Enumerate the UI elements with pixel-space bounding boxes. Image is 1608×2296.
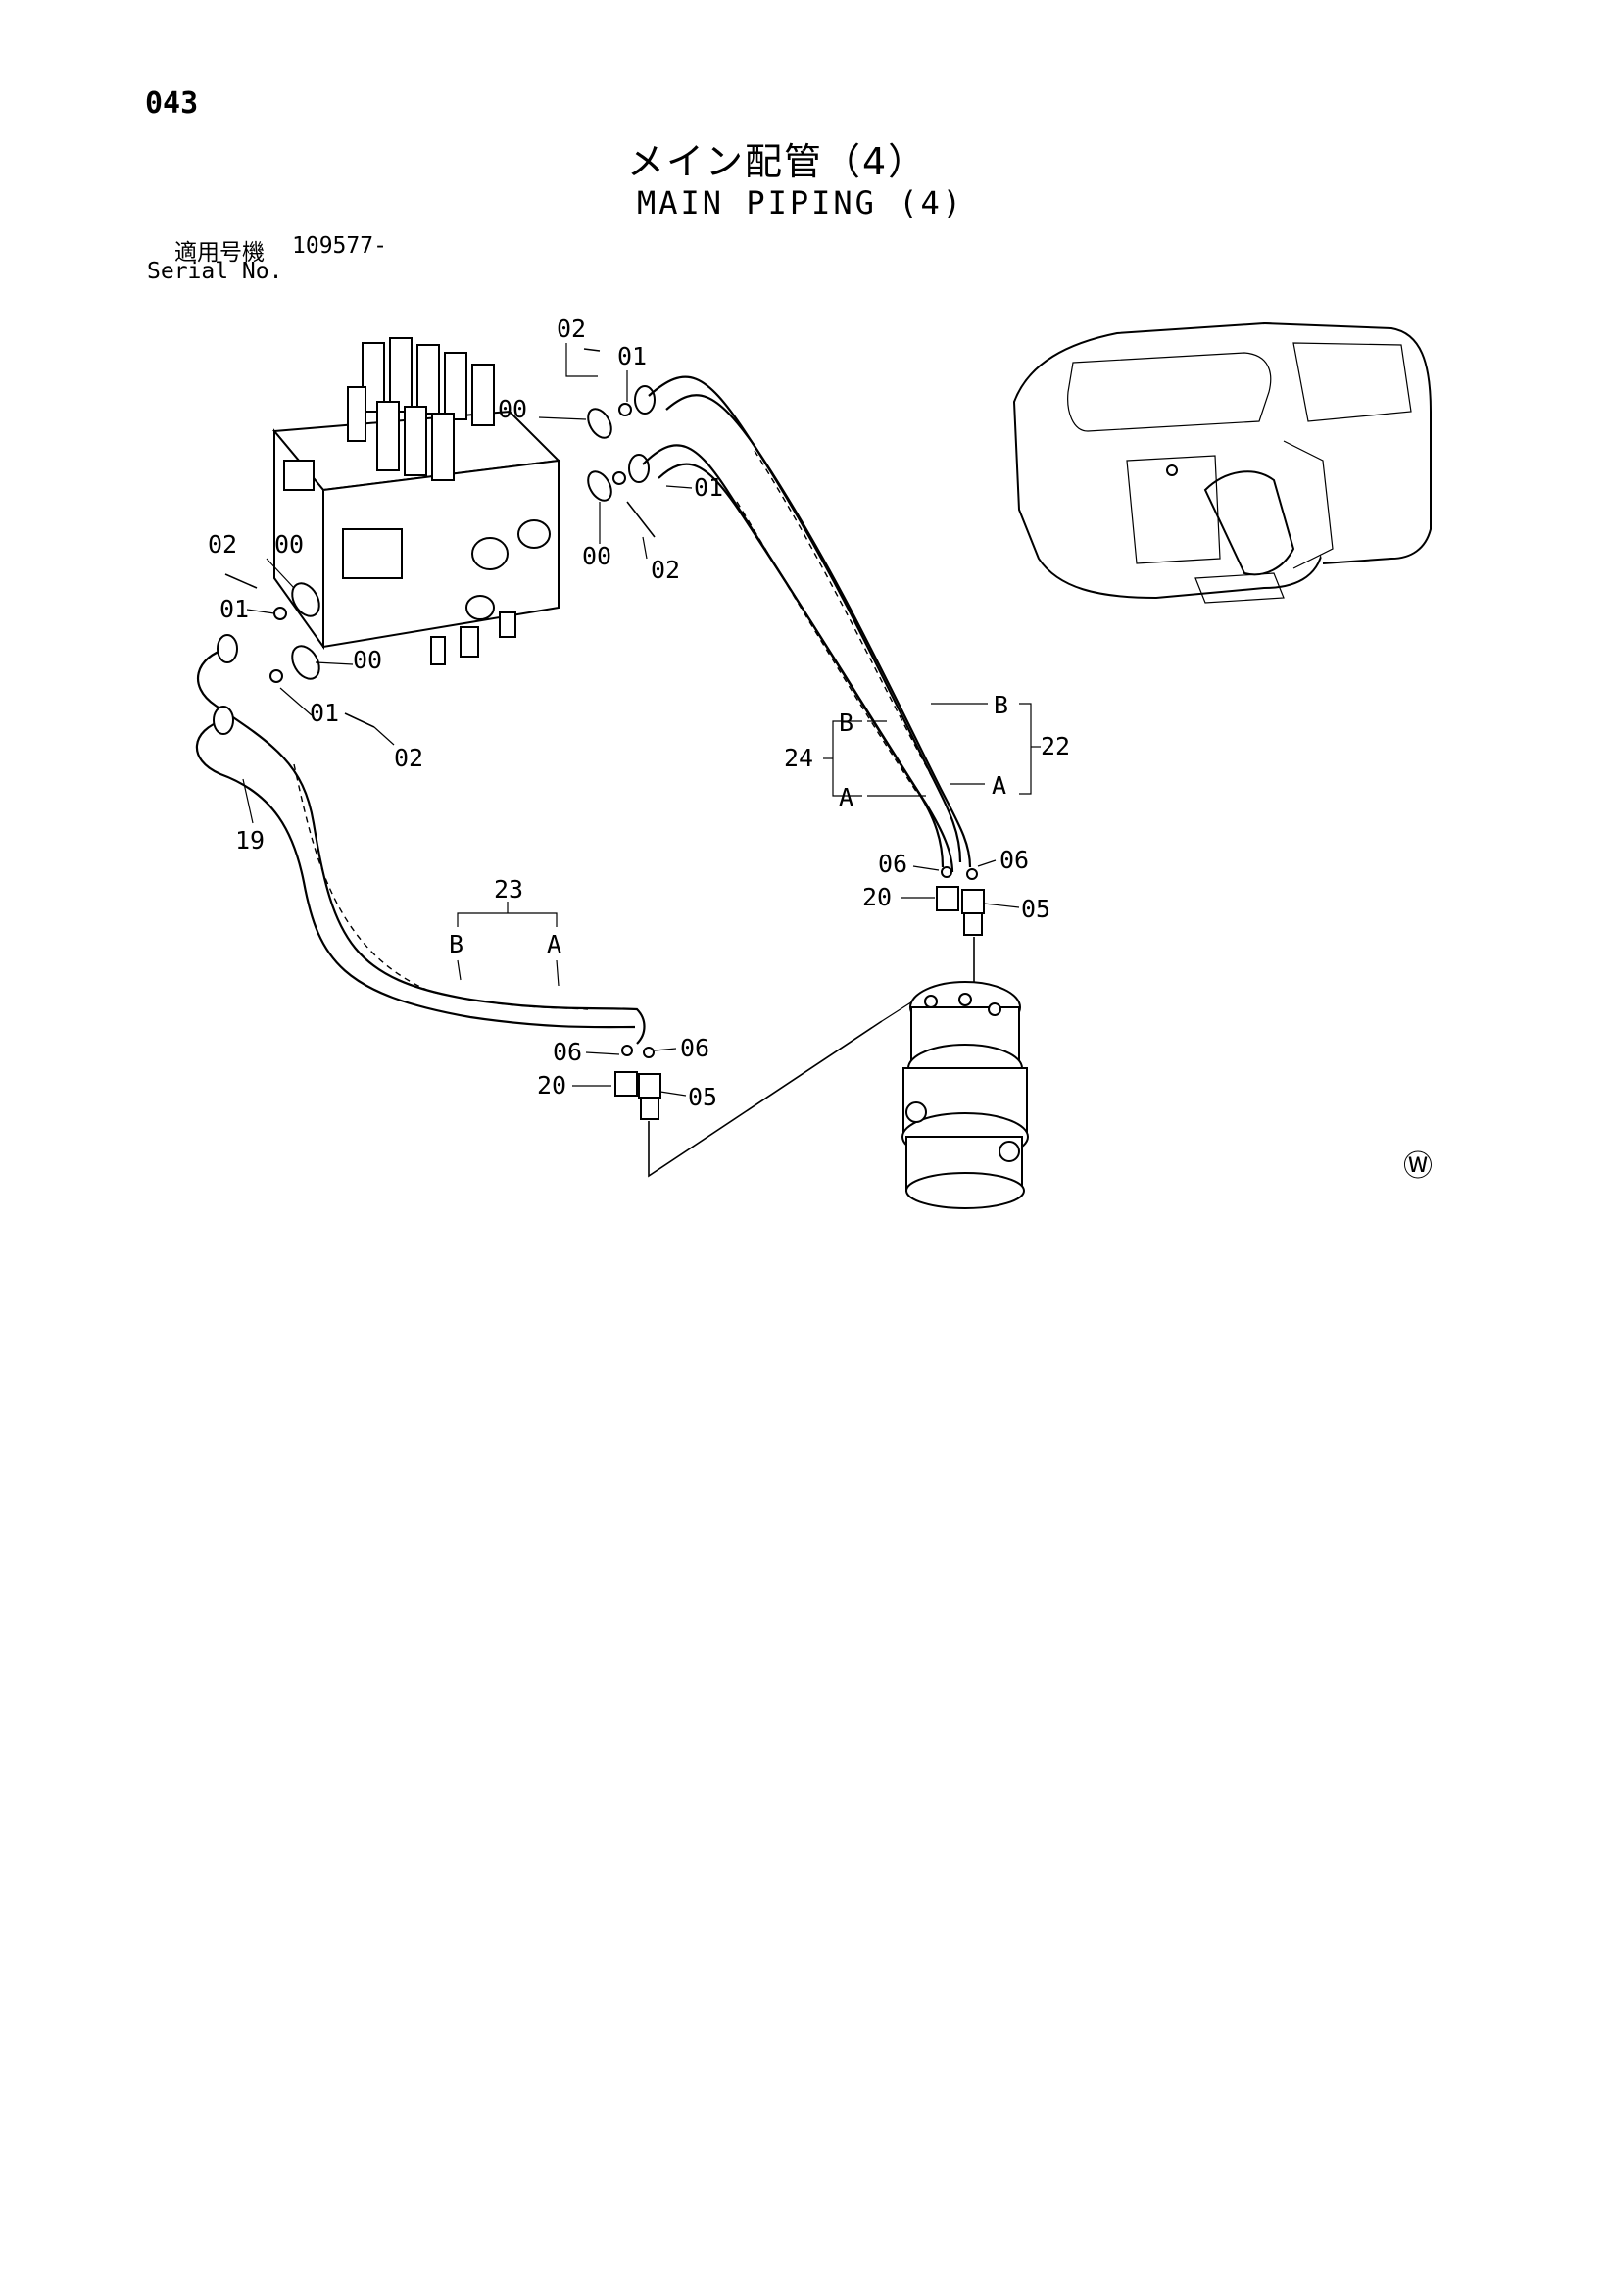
valve-spools	[347, 337, 495, 481]
callout-06-left-left: 06	[553, 1038, 582, 1066]
callout-22: 22	[1041, 732, 1070, 760]
swivel-joint-illustration	[901, 981, 1029, 1209]
callout-20-left: 20	[537, 1071, 566, 1099]
callout-01-low: 01	[310, 699, 339, 727]
callout-02-low: 02	[394, 744, 423, 772]
callout-00-left: 00	[274, 530, 304, 559]
title-japanese: メイン配管（4）	[627, 140, 928, 183]
callout-02-left: 02	[208, 530, 237, 559]
hose-19-23	[195, 634, 646, 1045]
callout-00-low: 00	[353, 646, 382, 674]
callout-01-left: 01	[219, 595, 249, 623]
serial-number: 109577-	[292, 233, 387, 259]
callout-00-top: 00	[498, 395, 527, 423]
fittings-left	[614, 989, 932, 1178]
callout-05-left: 05	[688, 1083, 717, 1111]
callout-06-right-right: 06	[999, 846, 1029, 874]
callout-06-left-right: 06	[680, 1034, 709, 1062]
callout-20-right: 20	[862, 883, 892, 911]
callout-22-a: A	[992, 771, 1006, 800]
callout-23-b: B	[449, 930, 463, 958]
callout-01-mid: 01	[694, 473, 723, 502]
callout-23: 23	[494, 875, 523, 904]
serial-label-japanese: 適用号機	[174, 240, 265, 266]
fittings-right	[936, 866, 985, 990]
callout-24: 24	[784, 744, 813, 772]
callout-23-a: A	[547, 930, 561, 958]
callout-02-top: 02	[557, 315, 586, 343]
flange-parts	[224, 348, 656, 728]
callout-01-top: 01	[617, 342, 647, 370]
callout-00-mid: 00	[582, 542, 611, 570]
machine-locator-illustration	[1012, 321, 1432, 604]
callout-22-b: B	[994, 691, 1008, 719]
title-english: MAIN PIPING (4)	[637, 184, 964, 221]
serial-label-english: Serial No.	[147, 259, 283, 284]
callout-19: 19	[235, 826, 265, 855]
callout-24-a: A	[839, 783, 853, 811]
control-valve-illustration	[272, 337, 561, 665]
page-number: 043	[145, 86, 199, 121]
w-mark: Ⓦ	[1403, 1149, 1433, 1184]
callout-02-mid: 02	[651, 556, 680, 584]
callout-05-right: 05	[1021, 895, 1050, 923]
callout-labels: 02 01 00 01 00 02 02 00 01 00 01 02 19 2…	[208, 315, 1433, 1184]
callout-06-right-left: 06	[878, 850, 907, 878]
callout-24-b: B	[839, 708, 853, 737]
leader-lines	[242, 343, 1041, 1097]
hose-22-24	[642, 375, 972, 873]
